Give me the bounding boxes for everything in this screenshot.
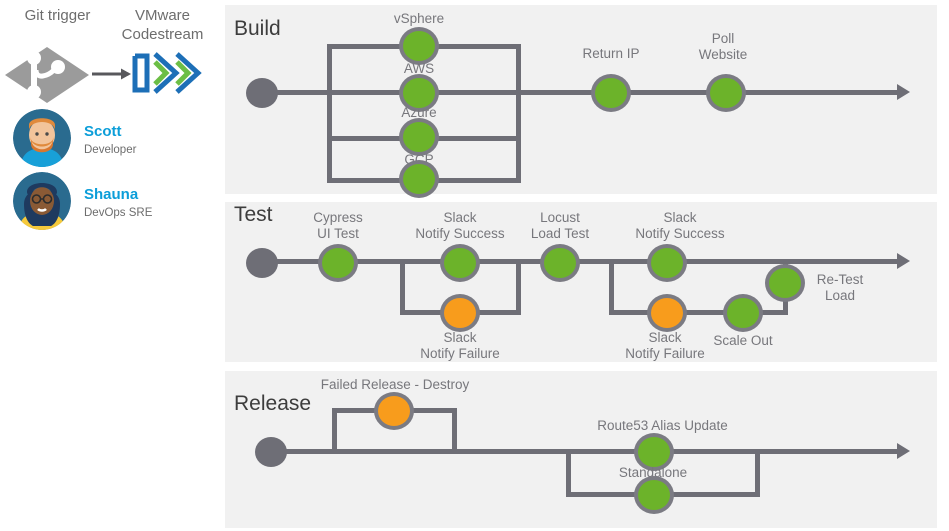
stage-title-test: Test [234, 203, 273, 226]
task-label-vsphere: vSphere [393, 11, 445, 26]
task-label-azure: Azure [401, 105, 437, 120]
task-node-slack-notify-success-1[interactable] [444, 248, 476, 278]
git-logo-icon [4, 46, 90, 109]
stage-band-build [225, 5, 937, 194]
release-branch1-right-rail [452, 408, 457, 454]
task-node-poll-website[interactable] [710, 78, 742, 108]
avatar-shauna [13, 172, 71, 230]
task-node-aws[interactable] [403, 78, 435, 108]
task-label-slack-notify-failure-1: Slack Notify Failure [420, 330, 500, 361]
test-start-node [246, 248, 278, 278]
avatar-scott [13, 109, 71, 167]
release-end-arrow-icon [897, 443, 910, 459]
release-branch2-right-rail [755, 449, 760, 497]
vmware-codestream-logo-icon [131, 46, 203, 105]
task-label-gcp: GCP [404, 152, 434, 167]
git-trigger-label: Git trigger [24, 7, 91, 24]
task-label-standalone: Standalone [618, 465, 688, 480]
task-node-vsphere[interactable] [403, 31, 435, 61]
vmware-codestream-label: VMware Codestream [121, 7, 204, 43]
person-role-shauna: DevOps SRE [84, 207, 153, 219]
task-node-slack-notify-success-2[interactable] [651, 248, 683, 278]
task-node-cypress-ui-test[interactable] [322, 248, 354, 278]
release-branch1-left-rail [332, 408, 337, 454]
task-node-gcp[interactable] [403, 164, 435, 194]
task-node-scale-out[interactable] [727, 298, 759, 328]
task-label-scale-out: Scale Out [713, 333, 773, 348]
task-node-route53-alias-update[interactable] [638, 437, 670, 467]
release-branch2-left-rail [566, 449, 571, 497]
task-node-return-ip[interactable] [595, 78, 627, 108]
task-label-slack-notify-success-2: Slack Notify Success [635, 210, 725, 241]
task-node-slack-notify-failure-1[interactable] [444, 298, 476, 328]
task-label-slack-notify-failure-2: Slack Notify Failure [625, 330, 705, 361]
person-name-shauna: Shauna [84, 186, 139, 203]
test-end-arrow-icon [897, 253, 910, 269]
task-label-slack-notify-success-1: Slack Notify Success [415, 210, 505, 241]
task-node-slack-notify-failure-2[interactable] [651, 298, 683, 328]
task-label-poll-website: Poll Website [698, 31, 748, 62]
release-main-line [283, 449, 900, 454]
task-node-re-test-load[interactable] [769, 268, 801, 298]
test-branch2-bottom-line [609, 310, 788, 315]
task-node-azure[interactable] [403, 122, 435, 152]
right-arrow-icon [92, 67, 132, 86]
build-right-rail [516, 44, 521, 183]
task-label-route53-alias-update: Route53 Alias Update [597, 418, 728, 433]
build-start-node [246, 78, 278, 108]
task-label-re-test-load: Re-Test Load [816, 272, 864, 303]
test-branch1-left-rail [400, 259, 405, 315]
release-start-node [255, 437, 287, 467]
task-label-aws: AWS [403, 61, 435, 76]
task-node-locust-load-test[interactable] [544, 248, 576, 278]
stage-title-release: Release [234, 392, 312, 415]
build-end-arrow-icon [897, 84, 910, 100]
task-node-standalone[interactable] [638, 480, 670, 510]
task-node-failed-release-destroy[interactable] [378, 396, 410, 426]
test-main-line [274, 259, 900, 264]
test-branch2-left-rail [609, 259, 614, 315]
task-label-locust-load-test: Locust Load Test [530, 210, 590, 241]
test-branch1-right-rail [516, 259, 521, 315]
stage-band-test [225, 202, 937, 362]
build-left-rail [327, 44, 332, 183]
person-name-scott: Scott [84, 123, 122, 140]
task-label-cypress-ui-test: Cypress UI Test [313, 210, 363, 241]
task-label-failed-release-destroy: Failed Release - Destroy [320, 377, 470, 392]
build-main-line [274, 90, 900, 95]
task-label-return-ip: Return IP [582, 46, 640, 61]
person-role-scott: Developer [84, 144, 137, 156]
stage-title-build: Build [234, 17, 281, 40]
